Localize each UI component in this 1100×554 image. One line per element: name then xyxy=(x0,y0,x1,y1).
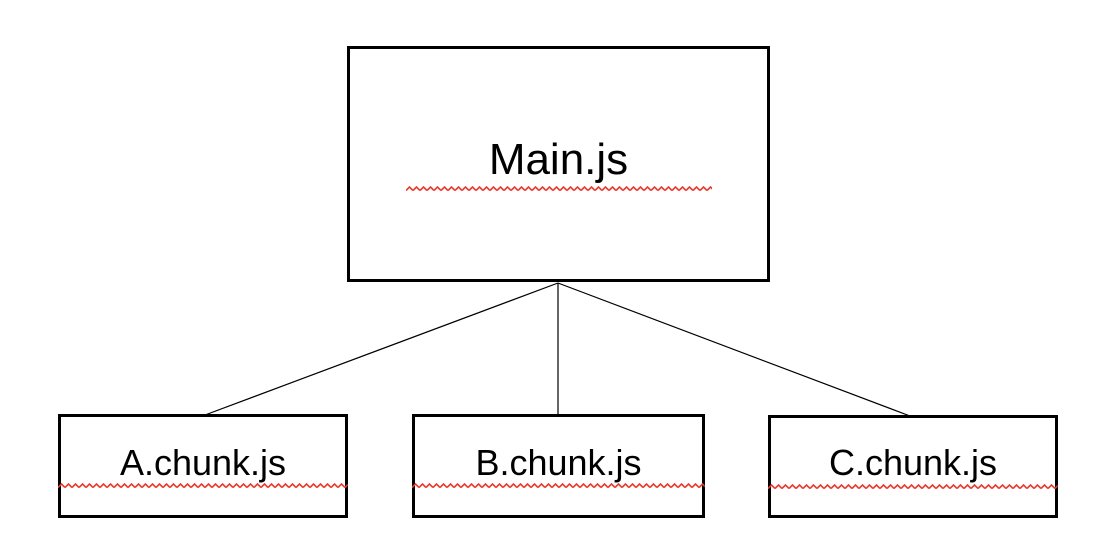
node-c-chunk-js: C.chunk.js xyxy=(768,415,1058,518)
spellcheck-squiggle-icon xyxy=(405,185,712,192)
node-b-chunk-js-label: B.chunk.js xyxy=(475,441,642,483)
node-main-js: Main.js xyxy=(347,46,770,282)
spellcheck-squiggle-icon xyxy=(412,483,705,490)
node-a-chunk-js: A.chunk.js xyxy=(58,414,348,518)
node-label-wrap: B.chunk.js xyxy=(412,441,705,490)
spellcheck-squiggle-icon xyxy=(58,483,348,490)
node-a-chunk-js-label: A.chunk.js xyxy=(119,441,287,483)
node-c-chunk-js-label: C.chunk.js xyxy=(828,442,998,484)
node-label-wrap: C.chunk.js xyxy=(768,442,1058,490)
node-b-chunk-js: B.chunk.js xyxy=(412,414,705,518)
edge-main-to-chunk-a xyxy=(204,282,559,416)
edge-main-to-chunk-c xyxy=(557,282,911,417)
spellcheck-squiggle-icon xyxy=(768,483,1058,490)
node-label-wrap: Main.js xyxy=(405,135,712,192)
node-label-wrap: A.chunk.js xyxy=(58,441,348,490)
node-main-js-label: Main.js xyxy=(488,135,629,185)
